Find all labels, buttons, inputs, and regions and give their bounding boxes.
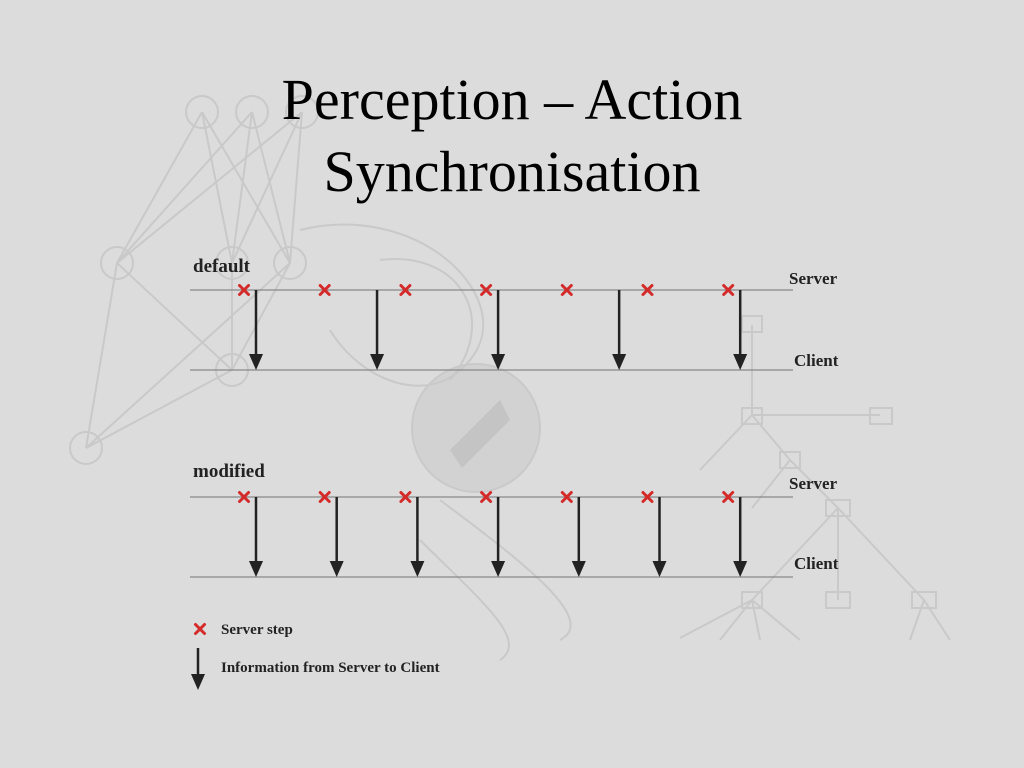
server-step-marker [722,491,735,503]
client-label: Client [794,554,839,573]
legend: Server step Information from Server to C… [191,622,440,690]
message-arrow [612,290,627,370]
server-step-marker [318,284,331,296]
message-arrow [329,497,344,577]
server-step-marker [399,491,412,503]
client-label: Client [794,351,839,370]
page-title: Perception – Action Synchronisation [0,64,1024,208]
message-arrow [249,497,263,577]
message-arrow [491,497,506,577]
message-arrow [410,497,425,577]
server-step-marker [399,284,412,296]
down-arrow-icon [191,648,205,690]
message-arrow [491,290,506,370]
legend-step-marker [194,623,206,635]
message-arrow [652,497,667,577]
section-label: default [193,256,251,277]
section-label: modified [193,461,265,482]
legend-arrow-mark [191,648,205,690]
server-step-marker [238,491,250,503]
server-step-marker [480,284,493,296]
message-arrow [249,290,263,370]
server-step-marker [480,491,493,503]
message-arrow [370,290,385,370]
server-step-marker [318,491,331,503]
server-step-marker [560,491,573,503]
message-arrow [571,497,586,577]
message-arrow [733,290,748,370]
server-step-marker [238,284,250,296]
red-x-icon [194,623,206,635]
server-step-marker [560,284,573,296]
title-line-1: Perception – Action [281,67,743,132]
server-label: Server [789,269,838,288]
title-line-2: Synchronisation [323,139,701,204]
server-label: Server [789,474,838,493]
server-step-marker [641,284,654,296]
legend-step-label: Server step [221,622,293,638]
server-step-marker [641,491,654,503]
server-step-marker [722,284,735,296]
legend-info-label: Information from Server to Client [221,660,440,676]
message-arrow [733,497,748,577]
